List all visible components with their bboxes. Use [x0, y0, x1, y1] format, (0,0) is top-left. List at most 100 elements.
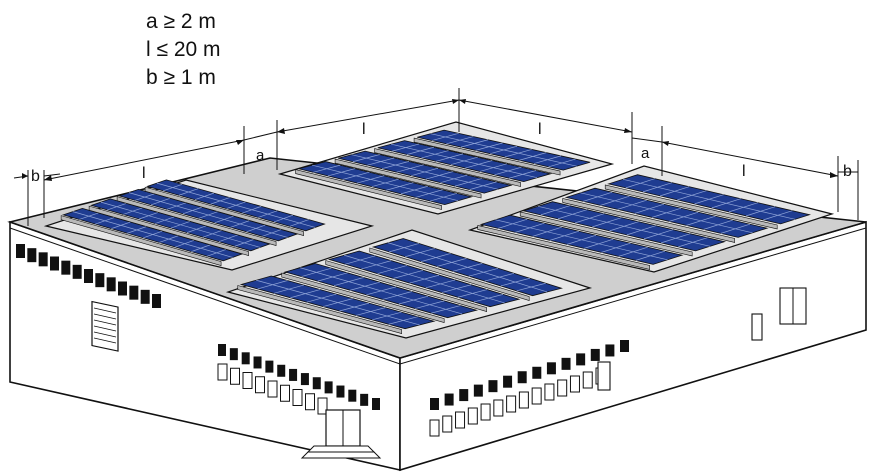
- window: [106, 277, 116, 292]
- panel-row: [377, 140, 553, 183]
- dimension-labels: b l a l l a l b: [31, 121, 852, 185]
- window: [531, 387, 542, 405]
- window: [95, 273, 105, 288]
- window: [267, 380, 278, 398]
- rule-a: a ≥ 2 m: [146, 10, 216, 33]
- window: [582, 371, 593, 389]
- dimension-lines: [13, 88, 859, 226]
- panel-row: [522, 201, 727, 252]
- window: [61, 260, 71, 275]
- window: [230, 367, 240, 385]
- panel-row: [417, 129, 591, 171]
- window: [84, 269, 93, 283]
- mount-rail: [295, 169, 442, 210]
- window: [517, 371, 527, 384]
- parapet-left: [9, 227, 867, 365]
- mount-rail: [374, 148, 521, 187]
- window: [253, 356, 262, 369]
- window: [518, 391, 529, 409]
- window: [569, 375, 580, 393]
- window: [430, 398, 439, 410]
- array-right: [467, 165, 835, 273]
- window: [544, 383, 555, 401]
- front-window-strip: [218, 344, 380, 410]
- window: [506, 395, 517, 413]
- window: [480, 403, 491, 421]
- window: [429, 419, 440, 437]
- window: [312, 377, 321, 390]
- label-l-4: l: [742, 163, 746, 180]
- window: [590, 348, 600, 361]
- array-left: [43, 179, 375, 271]
- window: [557, 379, 568, 397]
- window: [217, 363, 228, 381]
- window: [129, 285, 139, 300]
- label-l-1: l: [142, 165, 146, 182]
- front-lower-windows: [217, 363, 328, 415]
- mount-rail: [604, 184, 778, 230]
- mount-rail: [281, 272, 445, 323]
- array-front: [225, 229, 593, 339]
- window: [38, 252, 48, 267]
- window: [317, 397, 328, 415]
- spacing-rules: a ≥ 2 m l ≤ 20 m b ≥ 1 m: [146, 8, 221, 92]
- window: [305, 393, 315, 411]
- entrance: [300, 409, 382, 459]
- window: [118, 281, 127, 296]
- mount-rail: [413, 137, 561, 176]
- panel-row: [239, 275, 436, 330]
- window: [459, 389, 469, 402]
- window: [300, 373, 309, 386]
- window: [72, 264, 82, 279]
- mount-rail: [325, 260, 488, 312]
- window: [473, 384, 483, 397]
- window: [348, 389, 357, 402]
- window: [442, 415, 453, 433]
- mount-rail: [144, 186, 304, 236]
- window: [16, 244, 25, 258]
- window: [277, 364, 286, 377]
- window: [488, 380, 498, 393]
- window: [546, 362, 556, 375]
- window: [561, 357, 571, 370]
- panel-row: [338, 150, 513, 194]
- solar-arrays: [43, 121, 835, 339]
- window: [532, 366, 542, 379]
- panel-row: [146, 179, 326, 232]
- rule-l: l ≤ 20 m: [146, 38, 221, 61]
- mount-rail: [562, 198, 736, 243]
- array-back: [277, 121, 615, 215]
- mount-rail: [334, 158, 482, 199]
- window: [229, 348, 238, 361]
- panel-row: [607, 174, 812, 225]
- panel-row: [90, 198, 271, 252]
- mount-rail: [237, 285, 403, 334]
- window: [50, 256, 59, 271]
- window: [503, 375, 513, 388]
- window: [292, 389, 303, 406]
- window: [360, 393, 369, 406]
- window: [218, 344, 226, 356]
- right-window-strip: [430, 340, 629, 410]
- label-l-2: l: [362, 121, 366, 138]
- window: [255, 376, 265, 394]
- window: [493, 399, 504, 417]
- left-door: [91, 300, 119, 352]
- window: [280, 384, 290, 402]
- right-doors: [597, 287, 807, 391]
- window: [455, 411, 466, 429]
- mount-rail: [477, 225, 651, 270]
- panel-row: [327, 250, 521, 308]
- mount-rail: [88, 205, 249, 256]
- label-b-left: b: [31, 168, 40, 185]
- panel-row: [479, 214, 684, 265]
- window: [241, 352, 250, 365]
- mount-rail: [519, 211, 693, 257]
- window: [576, 353, 586, 366]
- mount-rail: [60, 215, 222, 266]
- window: [336, 385, 345, 398]
- mount-rail: [116, 196, 277, 246]
- window: [444, 393, 454, 406]
